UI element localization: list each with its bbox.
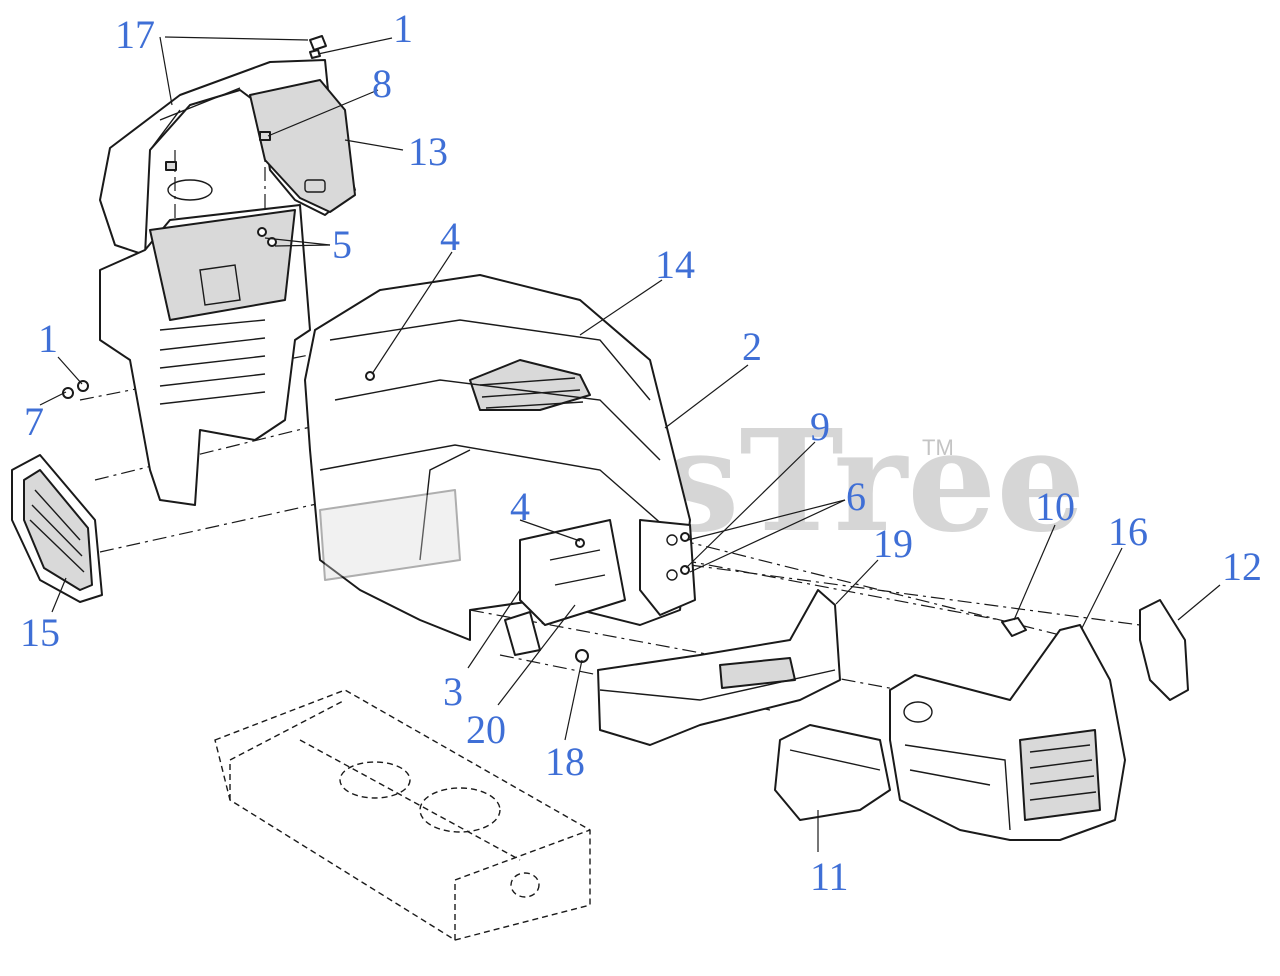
callout-18: 18: [545, 739, 585, 784]
callout-12: 12: [1222, 544, 1262, 589]
callout-3: 3: [443, 669, 463, 714]
rear-grille-part: [11, 454, 103, 603]
callout-1-left: 1: [38, 316, 58, 361]
watermark-tm: TM: [922, 435, 954, 460]
callout-8: 8: [372, 61, 392, 106]
callout-15: 15: [20, 610, 60, 655]
dash-tower-part: [99, 179, 311, 506]
callout-17: 17: [115, 12, 155, 57]
dash-panel-part: [99, 59, 356, 256]
side-cap-part: [1139, 599, 1189, 701]
frame-part: [214, 689, 591, 941]
side-bracket-part: [639, 519, 696, 616]
callout-5: 5: [332, 222, 352, 267]
callout-20: 20: [466, 707, 506, 752]
knob-part: [1001, 617, 1027, 637]
callout-2: 2: [742, 324, 762, 369]
callout-11: 11: [810, 854, 849, 899]
callout-4-lower: 4: [510, 484, 530, 529]
front-nose-part: [889, 624, 1126, 841]
bracket-plate-part: [504, 519, 626, 656]
callout-labels: 17 1 8 13 5 4 14 1 2 7 9 6 4 10 16 19 12…: [20, 6, 1262, 899]
bumper-end-part: [774, 724, 891, 821]
bumper-part: [597, 589, 841, 746]
callout-9: 9: [810, 404, 830, 449]
callout-13: 13: [408, 129, 448, 174]
callout-14: 14: [655, 242, 695, 287]
callout-16: 16: [1108, 509, 1148, 554]
hood-part: [304, 274, 691, 641]
top-screw-part: [309, 35, 327, 59]
callout-1-top: 1: [393, 6, 413, 51]
callout-6: 6: [846, 474, 866, 519]
callout-19: 19: [873, 521, 913, 566]
callout-4-upper: 4: [440, 214, 460, 259]
leader-lines: [39, 36, 1221, 852]
callout-10: 10: [1035, 484, 1075, 529]
callout-7: 7: [24, 399, 44, 444]
